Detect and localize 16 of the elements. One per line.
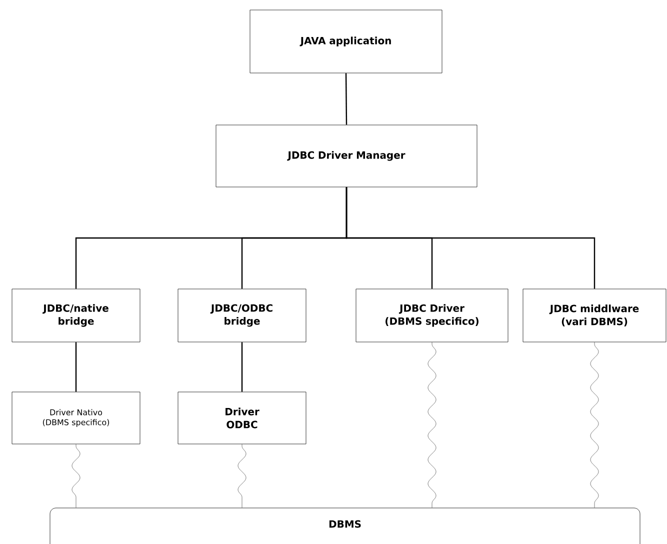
wavy-line	[238, 444, 246, 508]
process-box: Driver ODBC	[178, 392, 306, 444]
process-box: JDBC Driver (DBMS specifico)	[356, 288, 508, 342]
connector-line	[241, 342, 243, 392]
process-box: JDBC middlware (vari DBMS)	[522, 288, 666, 342]
connector-line	[346, 187, 596, 289]
wavy-line	[590, 342, 599, 508]
process-box: JDBC/native bridge	[12, 288, 140, 342]
connector-line	[75, 342, 77, 392]
process-box: JAVA application	[250, 10, 442, 74]
process-box: JDBC Driver Manager	[216, 124, 478, 188]
wavy-line	[428, 342, 436, 508]
connector-line	[345, 73, 348, 125]
wavy-line	[72, 444, 80, 508]
process-box: JDBC/ODBC bridge	[178, 288, 306, 342]
dbms-band: DBMS	[50, 508, 640, 544]
